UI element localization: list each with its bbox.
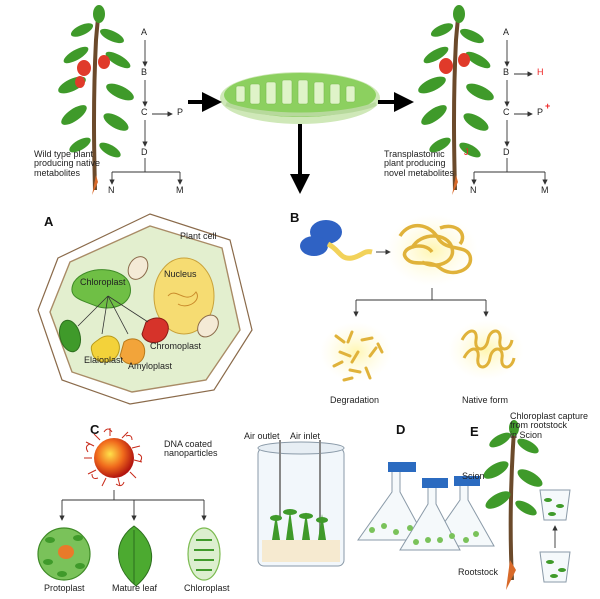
nanoparticle-delivery-illustration	[37, 428, 221, 587]
chromoplast-label: Chromoplast	[150, 341, 202, 351]
left-metabolite-m: M	[176, 185, 184, 195]
wild-type-caption: Wild type plant producing native metabol…	[34, 149, 124, 178]
native-pathway-arrows	[109, 40, 183, 185]
plant-cell-illustration	[37, 213, 253, 405]
amyloplast-label: Amyloplast	[128, 361, 173, 371]
wild-type-caption-line-3: metabolites	[34, 167, 81, 178]
panel-c-letter: C	[90, 422, 100, 437]
elaioplast-label: Elaioplast	[84, 355, 124, 365]
right-metabolite-c: C	[503, 107, 510, 117]
left-metabolite-a: A	[141, 27, 148, 37]
transplastomic-plant-illustration	[418, 5, 494, 195]
left-metabolite-b: B	[141, 67, 148, 77]
capture-label-line-3: in Scion	[510, 429, 543, 440]
panel-e-letter: E	[470, 424, 479, 439]
plant-cell-label: Plant cell	[180, 231, 217, 241]
right-metabolite-n: N	[470, 185, 477, 195]
dna-label-line-2: nanoparticles	[164, 448, 218, 459]
right-metabolite-h: H	[537, 67, 544, 77]
scion-label: Scion	[462, 471, 485, 481]
right-metabolite-j: J	[464, 147, 469, 157]
engineered-pathway-arrows	[471, 40, 548, 185]
bioreactor-illustration	[257, 440, 345, 567]
chloroplast-capture-label: Chloroplast capture from rootstock in Sc…	[510, 411, 598, 440]
transplastomic-caption-line-2: plant producing	[384, 158, 446, 169]
mature-leaf-label: Mature leaf	[112, 583, 158, 593]
panel-a-letter: A	[44, 214, 54, 229]
left-metabolite-n: N	[108, 185, 115, 195]
dna-coated-nanoparticles-label: DNA coated nanoparticles	[164, 439, 244, 459]
transplastomic-caption-line-1: Transplastomic	[384, 149, 445, 159]
capture-label-line-1: Chloroplast capture	[510, 411, 589, 421]
right-metabolite-p: P	[537, 107, 544, 117]
panel-d-letter: D	[396, 422, 406, 437]
central-chloroplast-illustration	[220, 72, 380, 124]
protoplast-label: Protoplast	[44, 583, 85, 593]
dna-label-line-1: DNA coated	[164, 439, 213, 449]
chloroplast-c-label: Chloroplast	[184, 583, 230, 593]
right-metabolite-p-plus: +	[545, 101, 551, 111]
nucleus-label: Nucleus	[164, 269, 197, 279]
rootstock-label: Rootstock	[458, 567, 499, 577]
culture-flasks-illustration	[357, 462, 495, 551]
transplastomic-caption-line-3: novel metabolites	[384, 167, 455, 178]
left-metabolite-d: D	[141, 147, 148, 157]
wild-type-caption-line-1: Wild type plant	[34, 149, 94, 159]
wild-type-plant-illustration	[58, 5, 134, 195]
wild-type-caption-line-2: producing native	[34, 158, 101, 169]
air-outlet-label: Air outlet	[244, 431, 280, 441]
transplastomic-caption: Transplastomic plant producing novel met…	[384, 149, 474, 178]
left-metabolite-c: C	[141, 107, 148, 117]
transformation-arrows	[188, 92, 414, 194]
right-metabolite-b: B	[503, 67, 510, 77]
left-metabolite-p: P	[177, 107, 184, 117]
degradation-label: Degradation	[330, 395, 380, 405]
right-metabolite-m: M	[541, 185, 549, 195]
protein-folding-illustration	[300, 214, 524, 382]
right-metabolite-d: D	[503, 147, 510, 157]
right-metabolite-a: A	[503, 27, 510, 37]
native-form-label: Native form	[462, 395, 509, 405]
panel-b-letter: B	[290, 210, 300, 225]
chloroplast-label: Chloroplast	[80, 277, 126, 287]
grafting-illustration	[483, 420, 571, 590]
air-inlet-label: Air inlet	[290, 431, 321, 441]
capture-label-line-2: from rootstock	[510, 420, 568, 431]
